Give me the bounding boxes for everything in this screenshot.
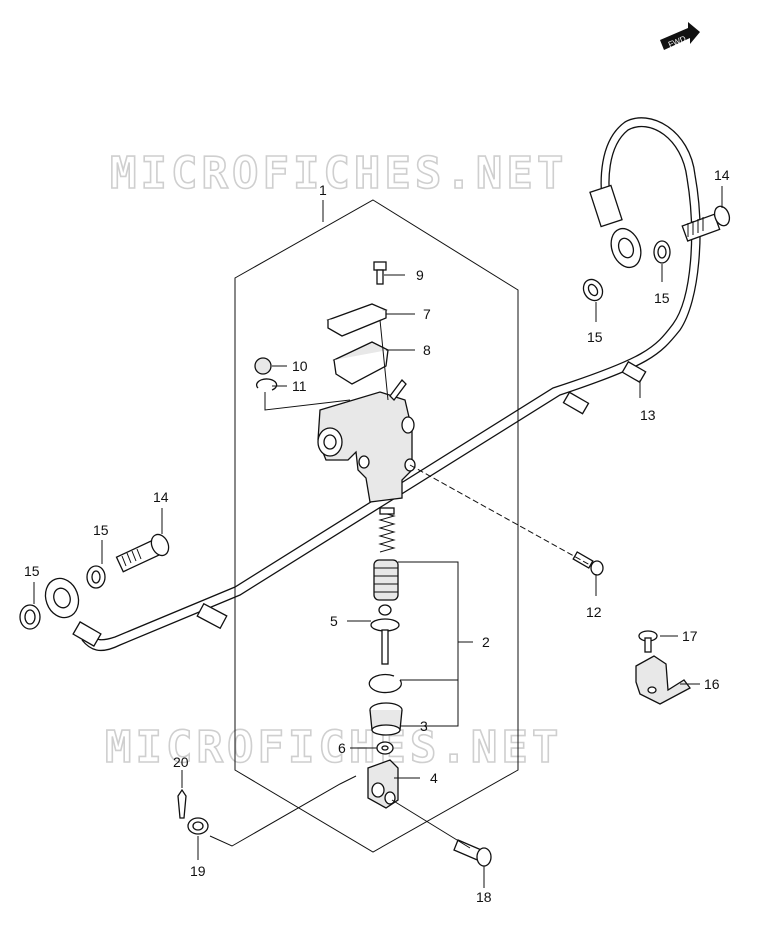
callout-20: 20: [173, 754, 189, 770]
brake-hose: [44, 117, 701, 652]
callout-2: 2: [482, 634, 490, 650]
callout-4: 4: [430, 770, 438, 786]
washer-15-b: [582, 278, 604, 302]
banjo-bolt-upper: [681, 205, 731, 242]
screw-9: [373, 261, 387, 285]
callout-16: 16: [704, 676, 720, 692]
callout-11: 11: [292, 378, 307, 394]
washer-15-d: [19, 604, 41, 630]
snap-ring: [368, 673, 402, 694]
hose-guide: [635, 655, 691, 705]
clevis-pin: [453, 839, 492, 867]
callout-15-lower-mid: 15: [93, 522, 109, 538]
callout-17: 17: [682, 628, 698, 644]
circlip-11: [255, 378, 278, 391]
callout-14-upper: 14: [714, 167, 730, 183]
plate-10: [254, 357, 272, 375]
watermark-top: MICROFICHES.NET: [110, 148, 567, 199]
callout-7: 7: [423, 306, 431, 322]
callout-18: 18: [476, 889, 492, 905]
banjo-bolt-lower: [115, 533, 170, 573]
boot: [369, 702, 403, 736]
callout-8: 8: [423, 342, 431, 358]
callout-19: 19: [190, 863, 206, 879]
diaphragm: [332, 341, 390, 385]
callout-9: 9: [416, 267, 424, 283]
assembly-outline: [234, 199, 519, 853]
leader-lines: [33, 186, 723, 888]
washer-15-c: [86, 565, 106, 589]
callout-10: 10: [292, 358, 308, 374]
callout-13: 13: [640, 407, 656, 423]
clevis: [367, 759, 399, 809]
callout-14-lower: 14: [153, 489, 169, 505]
screw-17: [638, 630, 658, 653]
push-rod: [370, 604, 400, 665]
callout-5: 5: [330, 613, 338, 629]
watermark-bottom: MICROFICHES.NET: [105, 722, 562, 773]
callout-1: 1: [319, 182, 327, 198]
cotter-pin: [177, 788, 187, 819]
callout-3: 3: [420, 718, 428, 734]
callout-15-upper-right: 15: [654, 290, 670, 306]
washer-19: [187, 817, 209, 835]
callout-12: 12: [586, 604, 602, 620]
reservoir-cap: [326, 303, 388, 337]
callout-6: 6: [338, 740, 346, 756]
nut-6: [376, 741, 394, 755]
washer-15-a: [653, 240, 671, 264]
spring: [378, 507, 396, 553]
piston: [373, 559, 399, 601]
fwd-arrow-icon: FWD: [660, 22, 700, 50]
callout-15-lower-left: 15: [24, 563, 40, 579]
callout-15-upper-mid: 15: [587, 329, 603, 345]
master-cylinder-body: [317, 379, 416, 503]
